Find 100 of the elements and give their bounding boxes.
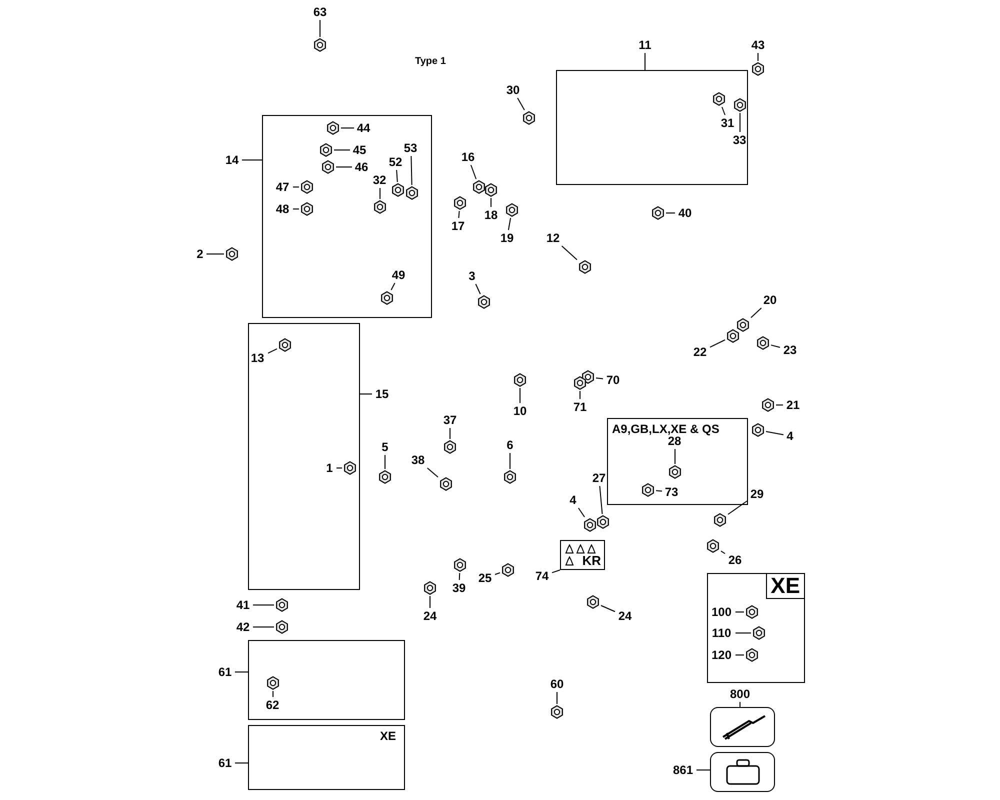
callout-number: 42 <box>234 620 252 634</box>
leader-line <box>578 508 586 518</box>
callout-number: 74 <box>533 569 551 583</box>
callout-number: 48 <box>274 202 292 216</box>
callout-number: 31 <box>718 116 736 130</box>
part-drawing <box>736 318 750 332</box>
leader-line <box>252 604 274 606</box>
group-heading: XE <box>380 729 396 743</box>
leader-line <box>292 208 300 210</box>
leader-line <box>396 170 398 182</box>
part-drawing <box>300 202 314 216</box>
leader-line <box>234 762 248 764</box>
callout-number: 19 <box>498 231 516 245</box>
leader-line <box>426 468 438 478</box>
leader-line <box>494 572 500 576</box>
callout-number: 62 <box>264 698 282 712</box>
callout-number: 38 <box>409 453 427 467</box>
callout-number: 12 <box>544 231 562 245</box>
group-heading: KR <box>582 553 601 568</box>
part-drawing <box>751 423 765 437</box>
leader-line <box>720 550 726 554</box>
part-drawing <box>320 160 334 174</box>
callout-number: 73 <box>662 484 680 498</box>
part-drawing <box>651 206 665 220</box>
group-frame <box>248 640 405 720</box>
part-drawing <box>640 482 654 496</box>
leader-line <box>556 692 558 704</box>
leader-line <box>656 490 662 492</box>
part-drawing <box>390 182 404 196</box>
callout-number: 27 <box>590 471 608 485</box>
leader-line <box>490 198 492 208</box>
leader-line <box>596 377 604 380</box>
callout-number: 63 <box>311 5 329 19</box>
leader-line <box>674 448 676 464</box>
callout-number: 15 <box>373 387 391 401</box>
part-drawing <box>372 200 386 214</box>
leader-line <box>770 344 780 348</box>
part-drawing <box>726 329 740 343</box>
leader-line <box>252 626 274 628</box>
callout-number: 14 <box>223 153 241 167</box>
group-frame <box>248 323 360 590</box>
callout-number: 24 <box>616 609 634 623</box>
callout-number: 800 <box>728 687 752 701</box>
leader-line <box>336 166 352 168</box>
leader-line <box>722 106 726 116</box>
part-drawing <box>443 440 457 454</box>
part-drawing <box>326 120 340 134</box>
callout-number: 40 <box>676 206 694 220</box>
group-frame <box>560 540 605 570</box>
callout-number: 26 <box>726 553 744 567</box>
callout-number: 60 <box>548 677 566 691</box>
part-drawing <box>550 705 564 719</box>
callout-number: 4 <box>784 429 796 443</box>
leader-line <box>268 348 278 354</box>
leader-line <box>600 605 616 612</box>
callout-number: 30 <box>504 83 522 97</box>
part-drawing <box>380 290 394 304</box>
callout-number: 41 <box>234 598 252 612</box>
callout-number: 17 <box>449 219 467 233</box>
callout-number: 2 <box>194 247 206 261</box>
leader-line <box>728 500 748 515</box>
part-drawing <box>573 376 587 390</box>
part-drawing <box>713 513 727 527</box>
callout-number: 47 <box>274 180 292 194</box>
callout-number: 120 <box>709 648 734 662</box>
callout-number: 10 <box>511 404 529 418</box>
part-drawing <box>586 595 600 609</box>
callout-number: 46 <box>352 160 370 174</box>
group-frame <box>556 70 748 185</box>
part-drawing <box>752 626 766 640</box>
callout-number: 24 <box>421 609 439 623</box>
callout-number: 6 <box>504 438 516 452</box>
callout-number: 23 <box>781 343 799 357</box>
callout-number: 44 <box>354 120 372 134</box>
callout-number: 21 <box>784 398 802 412</box>
part-drawing <box>706 539 720 553</box>
callout-number: 29 <box>748 487 766 501</box>
leader-line <box>766 431 784 436</box>
callout-number: 37 <box>441 413 459 427</box>
part-drawing <box>266 676 280 690</box>
part-drawing <box>275 598 289 612</box>
callout-number: 33 <box>730 132 748 146</box>
callout-number: 11 <box>636 38 654 52</box>
group-heading: XE <box>766 574 804 599</box>
part-drawing <box>712 92 726 106</box>
part-drawing <box>522 111 536 125</box>
leader-line <box>552 570 560 574</box>
group-frame <box>710 752 775 792</box>
part-drawing <box>501 563 515 577</box>
leader-line <box>390 282 396 290</box>
leader-line <box>735 654 744 656</box>
leader-line <box>470 164 477 180</box>
callout-number: 13 <box>248 350 266 364</box>
part-drawing <box>578 260 592 274</box>
part-drawing <box>342 460 356 474</box>
callout-number: 100 <box>709 604 734 618</box>
callout-number: 16 <box>459 150 477 164</box>
part-drawing <box>761 398 775 412</box>
part-drawing <box>583 518 597 532</box>
part-drawing <box>732 98 746 112</box>
